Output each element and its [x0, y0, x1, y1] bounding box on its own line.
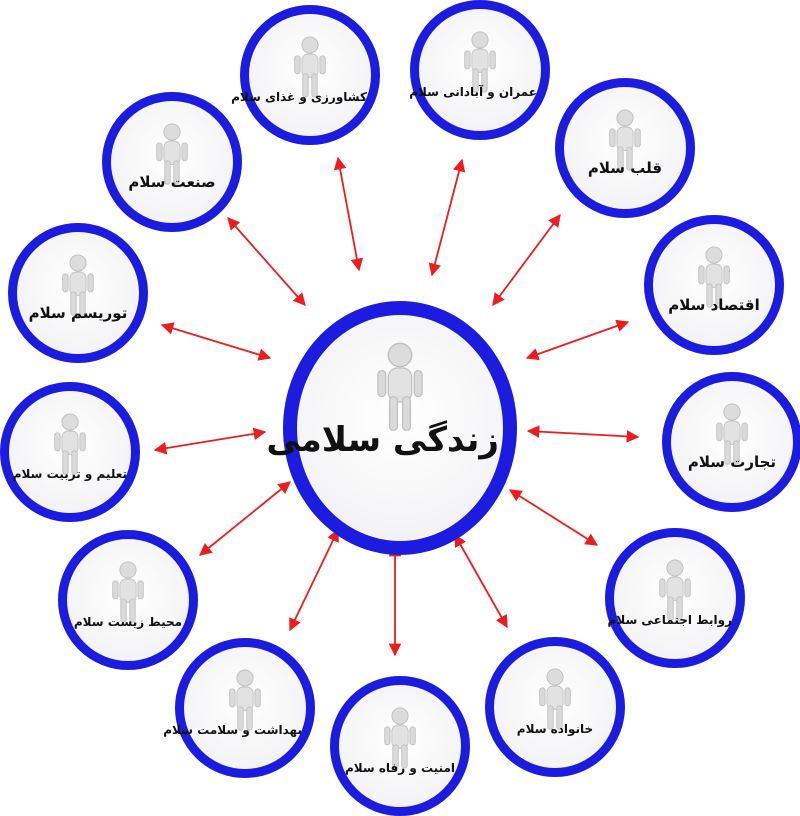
figures-handshake-icon [657, 559, 693, 626]
node-figure-hardhat: عمران و آبادانی سلام [409, 0, 550, 140]
double-arrow [454, 533, 508, 629]
center-figure-icon [374, 342, 426, 437]
node-label: روابط اجتماعی سلام [607, 613, 732, 628]
double-arrow [227, 217, 306, 306]
node-figure-chalkboard: تعلیم و تربیت سلام [0, 382, 140, 522]
figure-resting-icon [382, 707, 418, 774]
double-arrow [289, 528, 339, 632]
node-label: بهداشت و سلامت سلام [163, 723, 302, 738]
node-figures-handshake: روابط اجتماعی سلام [605, 528, 745, 668]
node-figures-trade: تجارت سلام [662, 372, 800, 512]
double-arrow [525, 319, 630, 361]
figure-wrench-icon [154, 123, 190, 190]
node-label: تعلیم و تربیت سلام [12, 467, 127, 482]
node-label: صنعت سلام [128, 173, 216, 192]
center-label: زندگی سلامی [266, 419, 499, 460]
figure-heart-icon [607, 109, 643, 176]
figures-family-icon [537, 668, 573, 735]
node-figure-heart: قلب سلام [555, 78, 695, 218]
node-figure-fork-spoon: کشاورزی و غذای سلام [231, 5, 380, 145]
node-figure-resting: امنیت و رفاه سلام [330, 676, 470, 816]
node-figures-family: خانواده سلام [485, 637, 625, 777]
node-figure-wrench: صنعت سلام [102, 92, 242, 232]
figure-chalkboard-icon [52, 413, 88, 480]
double-arrow [333, 156, 364, 272]
figures-trade-icon [714, 403, 750, 470]
double-arrow [492, 213, 561, 307]
node-figure-dollar: اقتصاد سلام [644, 215, 784, 355]
node-label: تجارت سلام [687, 453, 777, 472]
figure-hardhat-icon [462, 31, 498, 98]
figure-trash-bin-icon [110, 561, 146, 628]
node-label: توریسم سلام [28, 304, 128, 323]
node-label: کشاورزی و غذای سلام [231, 90, 367, 105]
node-figure-trash-bin: محیط زیست سلام [58, 530, 198, 670]
double-arrow [153, 427, 267, 455]
node-label: اقتصاد سلام [668, 296, 760, 315]
double-arrow [526, 425, 640, 443]
node-label: خانواده سلام [516, 722, 594, 737]
node-label: محیط زیست سلام [73, 615, 183, 630]
double-arrow [160, 322, 272, 361]
figure-globe-icon [60, 254, 96, 321]
node-figure-globe: توریسم سلام [8, 223, 148, 363]
center-node: زندگی سلامی [266, 301, 517, 555]
double-arrow [199, 481, 291, 556]
node-figure-syringe: بهداشت و سلامت سلام [163, 638, 315, 778]
node-label: عمران و آبادانی سلام [409, 85, 537, 100]
node-label: قلب سلام [587, 159, 663, 178]
figure-dollar-icon [696, 246, 732, 313]
figure-syringe-icon [227, 669, 263, 736]
node-label: امنیت و رفاه سلام [344, 761, 456, 776]
double-arrow [428, 158, 466, 277]
figure-fork-spoon-icon [292, 36, 328, 103]
double-arrow [508, 489, 599, 546]
